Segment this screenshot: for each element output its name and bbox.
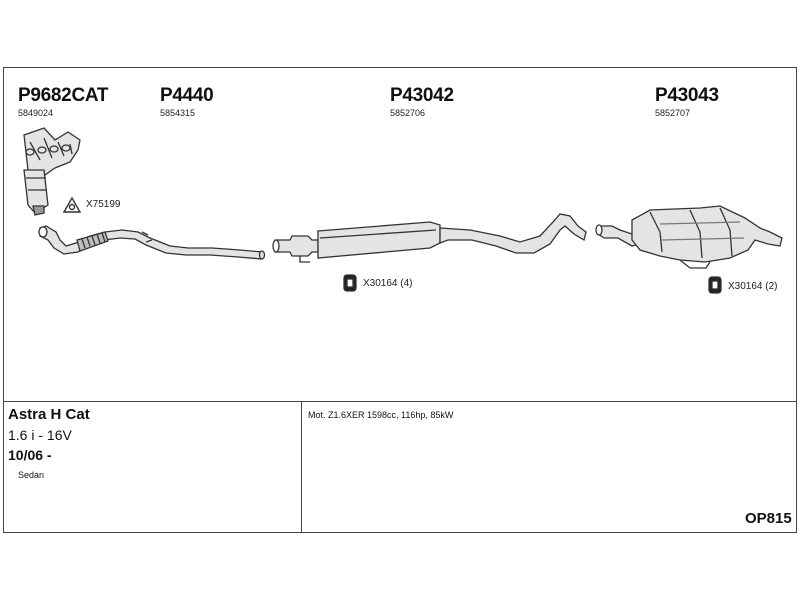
rear-silencer-part[interactable] [595, 205, 783, 269]
vehicle-year: 10/06 - [8, 447, 52, 463]
oem-number-middle-silencer: 5852706 [390, 108, 426, 118]
front-pipe-part[interactable] [38, 225, 266, 260]
diagram-frame [3, 67, 797, 533]
vehicle-body-type: Sedan [18, 470, 45, 480]
oem-number-catalyst: 5849024 [18, 108, 54, 118]
middle-silencer-part[interactable] [272, 213, 587, 263]
vehicle-engine: 1.6 i - 16V [8, 427, 72, 443]
set-code: OP815 [745, 510, 792, 527]
oem-number-rear-silencer: 5852707 [655, 108, 691, 118]
fitting-label-clamp-middle: X30164 (4) [363, 278, 413, 289]
engine-description: Mot. Z1.6XER 1598cc, 116hp, 85kW [308, 410, 454, 420]
part-number-catalyst[interactable]: P9682CAT [18, 85, 109, 106]
clamp-icon [343, 274, 357, 292]
oem-number-front-pipe: 5854315 [160, 108, 196, 118]
part-number-rear-silencer[interactable]: P43043 [655, 85, 719, 106]
vehicle-model: Astra H Cat [8, 406, 90, 423]
info-column-divider [301, 401, 302, 533]
gasket-icon [62, 196, 82, 213]
fitting-label-gasket: X75199 [86, 199, 121, 210]
catalyst-manifold-part[interactable] [23, 127, 81, 216]
part-number-front-pipe[interactable]: P4440 [160, 85, 214, 106]
part-number-middle-silencer[interactable]: P43042 [390, 85, 454, 106]
info-divider [3, 401, 797, 402]
fitting-label-clamp-rear: X30164 (2) [728, 281, 778, 292]
clamp-icon [708, 276, 722, 294]
